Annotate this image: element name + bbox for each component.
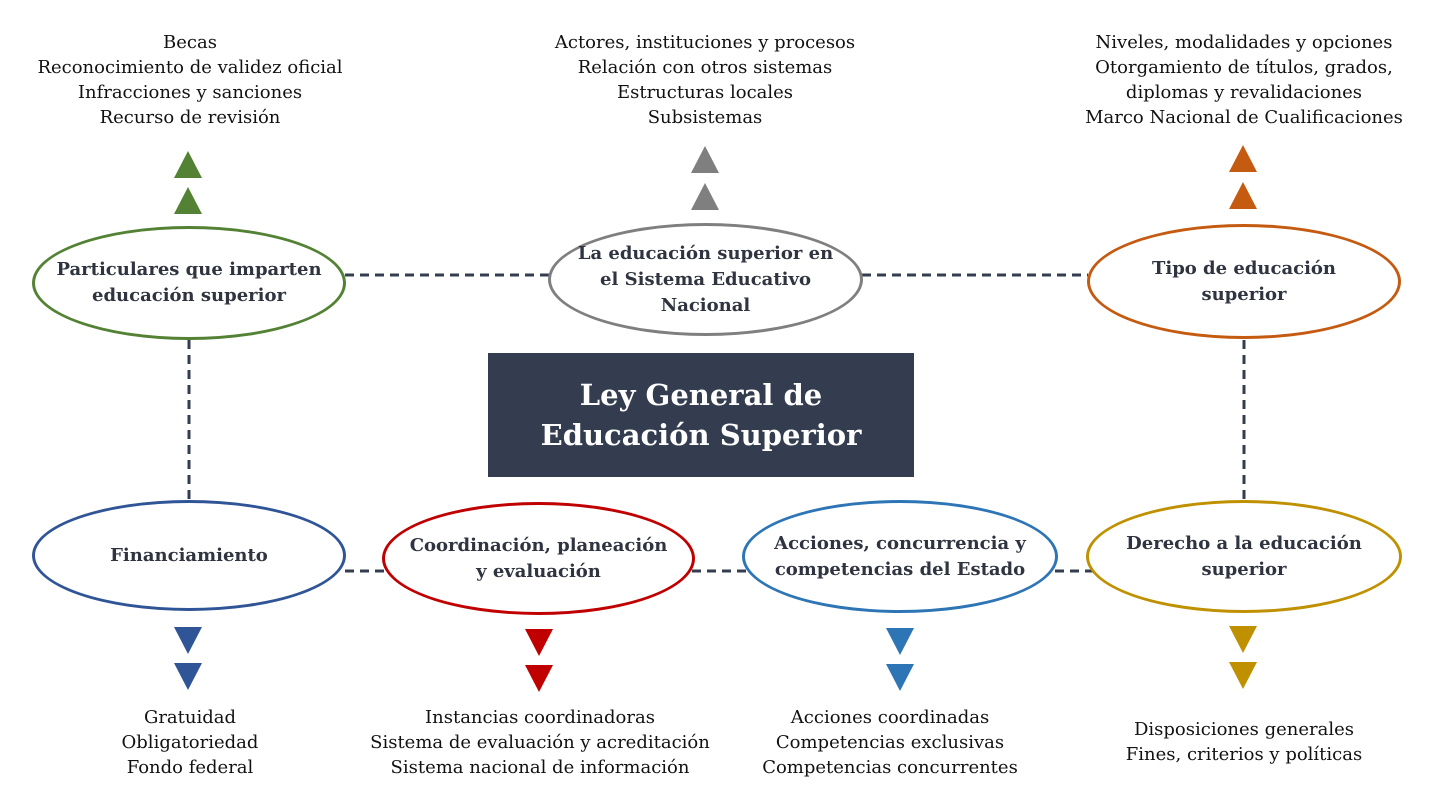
list-item: Estructuras locales — [616, 82, 794, 103]
arrow-down-icon — [174, 663, 202, 690]
node-label: Particulares que imparten — [56, 259, 322, 280]
tipo-items: Niveles, modalidades y opciones Otorgami… — [1054, 30, 1434, 130]
list-item: Competencias concurrentes — [762, 757, 1018, 778]
list-item: Acciones coordinadas — [790, 707, 990, 728]
node-label: competencias del Estado — [774, 558, 1026, 580]
list-item: Recurso de revisión — [99, 107, 281, 128]
arrow-down-icon — [525, 629, 553, 656]
node-label: superior — [1201, 558, 1287, 580]
node-label: Financiamiento — [110, 544, 268, 566]
list-item: Sistema nacional de información — [390, 757, 690, 778]
main-title-box: Ley General de Educación Superior — [488, 353, 914, 477]
coordinacion-items: Instancias coordinadoras Sistema de eval… — [350, 705, 730, 780]
arrow-down-icon — [1229, 662, 1257, 689]
node-derecho[interactable]: Derecho a la educación superior — [1086, 500, 1402, 613]
arrow-down-icon — [886, 664, 914, 691]
main-title-line: Ley General de — [579, 378, 823, 412]
derecho-items: Disposiciones generales Fines, criterios… — [1054, 717, 1434, 767]
node-label: Coordinación, planeación — [409, 534, 668, 556]
list-item: Gratuidad — [143, 707, 237, 728]
list-item: Reconocimiento de validez oficial — [37, 57, 343, 78]
list-item: Fondo federal — [126, 757, 254, 778]
arrow-up-icon — [1229, 145, 1257, 172]
arrow-up-icon — [1229, 182, 1257, 209]
node-label: La educación superior en — [577, 242, 834, 264]
list-item: Marco Nacional de Cualificaciones — [1085, 107, 1403, 128]
list-item: Fines, criterios y políticas — [1125, 744, 1363, 765]
node-label: y evaluación — [476, 560, 601, 582]
arrow-up-icon — [174, 151, 202, 178]
list-item: Actores, instituciones y procesos — [554, 32, 856, 53]
arrow-down-icon — [1229, 626, 1257, 653]
node-financiamiento[interactable]: Financiamiento — [32, 500, 346, 611]
node-label: Derecho a la educación — [1126, 532, 1362, 554]
list-item: Niveles, modalidades y opciones — [1095, 32, 1393, 53]
node-label: el Sistema Educativo — [600, 268, 811, 290]
list-item: Obligatoriedad — [121, 732, 259, 753]
arrow-down-icon — [174, 627, 202, 654]
list-item: Becas — [163, 32, 217, 53]
list-item: Relación con otros sistemas — [577, 57, 833, 78]
particulares-items: Becas Reconocimiento de validez oficial … — [0, 30, 380, 130]
arrow-up-icon — [174, 187, 202, 214]
list-item: Otorgamiento de títulos, grados, — [1095, 57, 1393, 78]
acciones-items: Acciones coordinadas Competencias exclus… — [700, 705, 1080, 780]
arrow-down-icon — [525, 665, 553, 692]
list-item: diplomas y revalidaciones — [1125, 82, 1363, 103]
node-particulares[interactable]: Particulares que imparten educación supe… — [32, 226, 346, 340]
arrow-up-icon — [691, 183, 719, 210]
arrow-up-icon — [691, 146, 719, 173]
node-label: Nacional — [660, 294, 751, 316]
list-item: Disposiciones generales — [1133, 719, 1355, 740]
arrow-down-icon — [886, 628, 914, 655]
node-sistema[interactable]: La educación superior en el Sistema Educ… — [548, 223, 863, 336]
node-label: Acciones, concurrencia y — [774, 532, 1026, 554]
node-label: educación superior — [92, 285, 286, 306]
node-acciones[interactable]: Acciones, concurrencia y competencias de… — [742, 500, 1058, 613]
list-item: Competencias exclusivas — [775, 732, 1005, 753]
financiamiento-items: Gratuidad Obligatoriedad Fondo federal — [0, 705, 380, 780]
list-item: Infracciones y sanciones — [77, 82, 303, 103]
node-label: Tipo de educación — [1151, 257, 1337, 279]
list-item: Instancias coordinadoras — [425, 707, 655, 728]
node-tipo[interactable]: Tipo de educación superior — [1087, 224, 1401, 339]
node-label: superior — [1201, 283, 1287, 305]
main-title-line: Educación Superior — [540, 418, 862, 452]
list-item: Sistema de evaluación y acreditación — [370, 732, 710, 753]
list-item: Subsistemas — [647, 107, 763, 128]
sistema-items: Actores, instituciones y procesos Relaci… — [515, 30, 895, 130]
node-coordinacion[interactable]: Coordinación, planeación y evaluación — [382, 502, 695, 615]
